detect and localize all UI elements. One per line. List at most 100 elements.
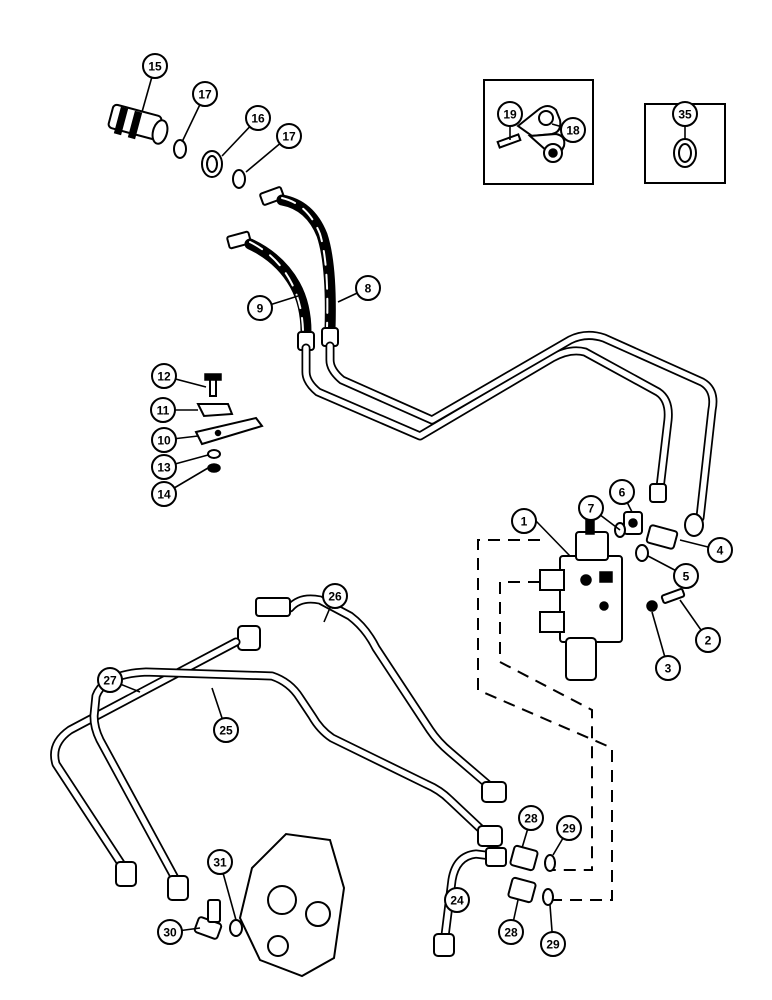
callout-17: 17 bbox=[192, 81, 218, 107]
callout-number: 17 bbox=[198, 88, 212, 102]
callout-circle bbox=[518, 805, 544, 831]
callout-circle bbox=[151, 481, 177, 507]
callout-6: 6 bbox=[609, 479, 635, 505]
callout-number: 31 bbox=[213, 856, 227, 870]
lower-tubes bbox=[50, 594, 507, 901]
callout-circle bbox=[707, 537, 733, 563]
callout-number: 26 bbox=[328, 590, 342, 604]
callout-12: 12 bbox=[151, 363, 177, 389]
callout-4: 4 bbox=[707, 537, 733, 563]
callout-circle bbox=[151, 363, 177, 389]
callout-circle bbox=[556, 815, 582, 841]
callout-15: 15 bbox=[142, 53, 168, 79]
callout-35: 35 bbox=[672, 101, 698, 127]
callout-circle bbox=[207, 849, 233, 875]
callout-number: 28 bbox=[504, 926, 518, 940]
pump-body bbox=[193, 832, 346, 978]
callout-circle bbox=[673, 563, 699, 589]
callout-circle bbox=[151, 427, 177, 453]
callout-number: 19 bbox=[503, 108, 517, 122]
callout-circle bbox=[609, 479, 635, 505]
callout-circle bbox=[245, 105, 271, 131]
callout-circle bbox=[498, 919, 524, 945]
control-valve bbox=[477, 519, 623, 901]
callout-circle bbox=[157, 919, 183, 945]
callout-number: 17 bbox=[282, 130, 296, 144]
callout-28: 28 bbox=[498, 919, 524, 945]
callout-circle bbox=[672, 101, 698, 127]
callout-7: 7 bbox=[578, 495, 604, 521]
callout-circle bbox=[497, 101, 523, 127]
callout-31: 31 bbox=[207, 849, 233, 875]
callout-circle bbox=[578, 495, 604, 521]
hose-9 bbox=[226, 230, 315, 351]
upper-tube-pair bbox=[301, 330, 718, 537]
callout-circle bbox=[322, 583, 348, 609]
callout-2: 2 bbox=[695, 627, 721, 653]
callout-1: 1 bbox=[511, 508, 537, 534]
callout-29: 29 bbox=[556, 815, 582, 841]
callout-number: 12 bbox=[157, 370, 171, 384]
callout-29: 29 bbox=[540, 931, 566, 957]
callout-number: 24 bbox=[450, 894, 464, 908]
callout-number: 29 bbox=[546, 938, 560, 952]
callout-number: 29 bbox=[562, 822, 576, 836]
callout-number: 10 bbox=[157, 434, 171, 448]
callout-number: 5 bbox=[683, 570, 690, 584]
tube-24-fittings bbox=[433, 844, 556, 957]
hose-8 bbox=[259, 186, 339, 347]
callout-3: 3 bbox=[655, 655, 681, 681]
callout-number: 1 bbox=[521, 515, 528, 529]
callout-11: 11 bbox=[150, 397, 176, 423]
callout-number: 3 bbox=[665, 662, 672, 676]
callout-26: 26 bbox=[322, 583, 348, 609]
callout-24: 24 bbox=[444, 887, 470, 913]
callout-5: 5 bbox=[673, 563, 699, 589]
callout-17: 17 bbox=[276, 123, 302, 149]
callout-16: 16 bbox=[245, 105, 271, 131]
callout-circle bbox=[97, 667, 123, 693]
callout-number: 18 bbox=[566, 124, 580, 138]
callout-number: 6 bbox=[619, 486, 626, 500]
callout-30: 30 bbox=[157, 919, 183, 945]
callout-circle bbox=[560, 117, 586, 143]
callout-18: 18 bbox=[560, 117, 586, 143]
callout-circle bbox=[192, 81, 218, 107]
callout-number: 16 bbox=[251, 112, 265, 126]
callout-circle bbox=[655, 655, 681, 681]
callout-number: 7 bbox=[588, 502, 595, 516]
callout-circle bbox=[151, 454, 177, 480]
callout-circle bbox=[540, 931, 566, 957]
callout-circle bbox=[695, 627, 721, 653]
leader-lines bbox=[109, 65, 721, 945]
callout-19: 19 bbox=[497, 101, 523, 127]
callout-number: 14 bbox=[157, 488, 171, 502]
callout-number: 8 bbox=[365, 282, 372, 296]
callout-25: 25 bbox=[213, 717, 239, 743]
callout-circle bbox=[213, 717, 239, 743]
callout-number: 27 bbox=[103, 674, 117, 688]
callout-14: 14 bbox=[151, 481, 177, 507]
callout-number: 2 bbox=[705, 634, 712, 648]
callout-circle bbox=[247, 295, 273, 321]
bracket-assembly bbox=[194, 373, 264, 473]
callout-number: 28 bbox=[524, 812, 538, 826]
coupler-assembly bbox=[107, 103, 246, 189]
callout-number: 25 bbox=[219, 724, 233, 738]
callout-circle bbox=[355, 275, 381, 301]
callout-9: 9 bbox=[247, 295, 273, 321]
callout-10: 10 bbox=[151, 427, 177, 453]
callout-circle bbox=[150, 397, 176, 423]
callout-28: 28 bbox=[518, 805, 544, 831]
callout-circle bbox=[276, 123, 302, 149]
callout-circle bbox=[142, 53, 168, 79]
callout-number: 11 bbox=[157, 404, 170, 418]
callout-number: 30 bbox=[163, 926, 177, 940]
callout-13: 13 bbox=[151, 454, 177, 480]
callout-number: 35 bbox=[678, 108, 692, 122]
callout-number: 15 bbox=[148, 60, 162, 74]
callout-circle bbox=[444, 887, 470, 913]
callout-number: 4 bbox=[717, 544, 724, 558]
